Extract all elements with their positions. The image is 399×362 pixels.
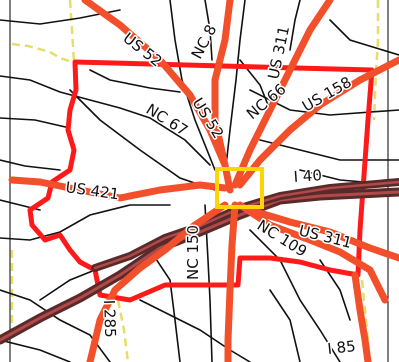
- highway-us421-w: [8, 176, 229, 202]
- local-road: [259, 139, 399, 161]
- label-us158: US 158: [299, 73, 355, 116]
- highway-nc150-sw: [86, 201, 229, 362]
- highway-us311-e: [246, 206, 399, 262]
- highway-us311-ne: [231, 0, 334, 189]
- local-road: [0, 204, 171, 241]
- us-highways: [8, 0, 399, 362]
- interstate-i40-south-core: [93, 180, 399, 270]
- highway-nc109-se: [236, 201, 389, 304]
- local-road: [0, 117, 71, 129]
- dashed-boundary-northwest: [11, 42, 73, 64]
- highway-us158-ne: [236, 56, 399, 189]
- downtown-highlight-box: [215, 167, 264, 209]
- highway-us52-s: [224, 201, 239, 362]
- label-nc150: NC 150: [184, 225, 202, 280]
- local-road: [224, 0, 246, 176]
- local-road: [89, 69, 181, 93]
- highway-i85-s: [351, 271, 372, 362]
- dashed-boundary-north: [68, 0, 76, 63]
- dashed-boundary-south: [116, 299, 130, 362]
- label-i285: I 285: [100, 300, 119, 338]
- interstate-i40-core: [0, 190, 399, 342]
- label-i85: I 85: [327, 337, 357, 358]
- label-i40: I 40: [293, 166, 322, 186]
- county-boundary: [27, 59, 375, 303]
- local-road: [69, 89, 216, 191]
- label-nc67: NC 67: [143, 100, 191, 139]
- local-road: [149, 249, 181, 362]
- local-road: [329, 19, 399, 56]
- local-road: [204, 0, 213, 61]
- local-road: [0, 159, 61, 171]
- label-nc8: NC 8: [188, 22, 221, 62]
- local-road: [0, 75, 211, 166]
- local-road: [169, 0, 216, 171]
- local-road: [269, 289, 301, 362]
- interstates: [0, 178, 399, 345]
- label-us421: US 421: [64, 178, 120, 203]
- local-road: [249, 229, 341, 362]
- highway-nc8: [211, 0, 234, 169]
- local-road: [139, 299, 251, 362]
- local-road: [289, 0, 301, 51]
- local-road: [39, 267, 101, 301]
- dashed-boundary-northeast: [372, 0, 380, 121]
- local-road: [0, 339, 71, 362]
